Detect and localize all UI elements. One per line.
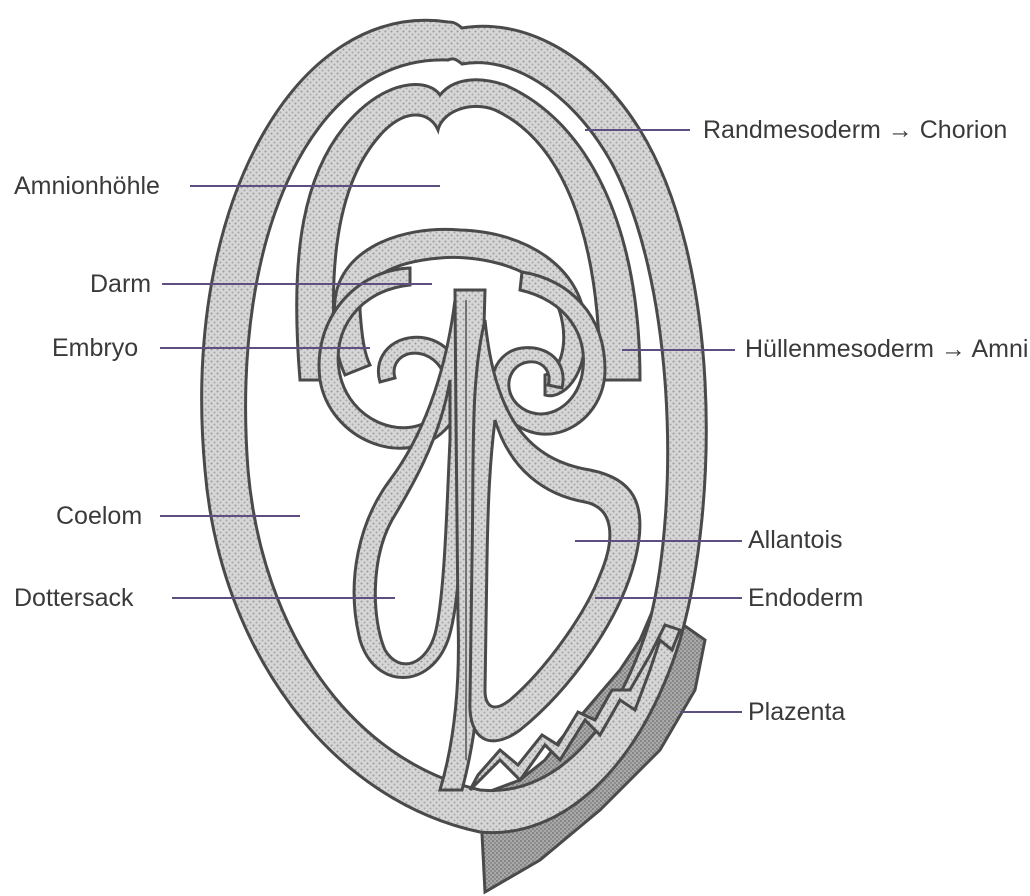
label-amnionhoehle: Amnionhöhle	[14, 172, 160, 200]
dottersack-shape	[354, 300, 465, 678]
label-embryo: Embryo	[52, 334, 138, 362]
label-huellenmesoderm: Hüllenmesoderm → Amni	[745, 335, 1028, 363]
label-coelom: Coelom	[56, 502, 142, 530]
label-endoderm: Endoderm	[748, 584, 863, 612]
label-darm: Darm	[90, 270, 151, 298]
label-allantois: Allantois	[748, 526, 843, 554]
label-plazenta: Plazenta	[748, 698, 845, 726]
label-dottersack: Dottersack	[14, 584, 134, 612]
label-randmesoderm: Randmesoderm → Chorion	[703, 116, 1007, 144]
